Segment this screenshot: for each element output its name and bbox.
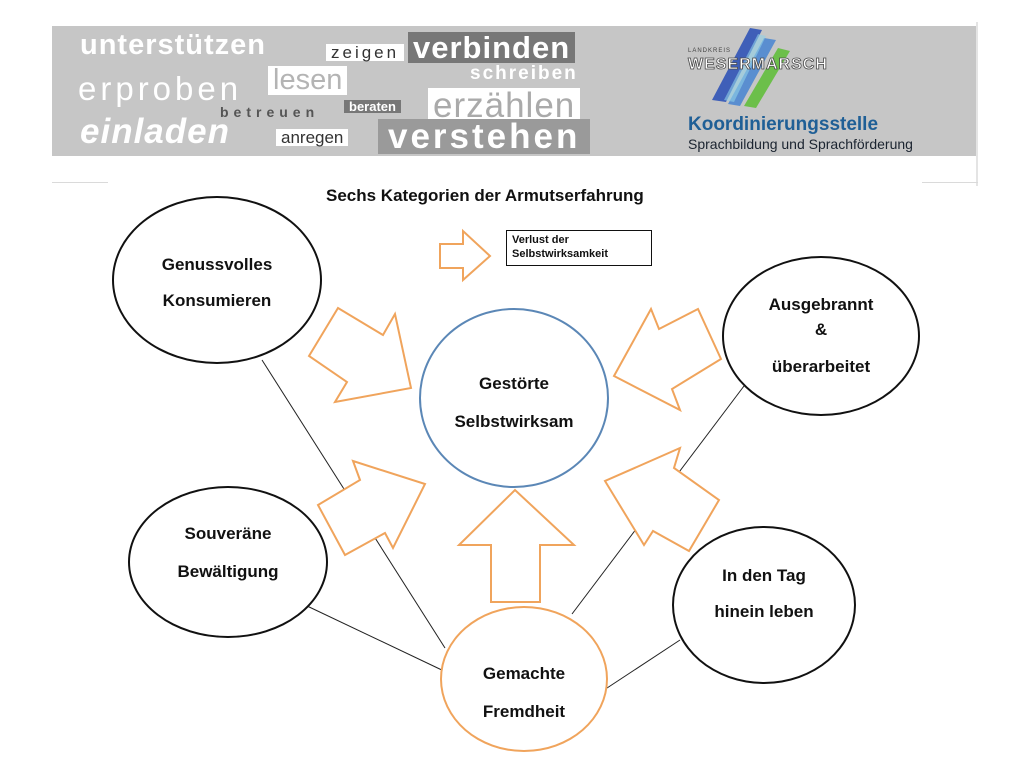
diagram-title: Sechs Kategorien der Armutserfahrung [326,186,644,205]
logo-name: WESERMARSCH [688,56,828,74]
org-title: Koordinierungsstelle [688,114,879,135]
divider-right [922,182,978,183]
node-fremdheit-line1: Gemachte [482,664,566,683]
logo-caption: LANDKREIS [688,48,732,54]
node-souveraene-bewaeltigung: Souveräne Bewältigung [128,486,328,638]
node-tag-line1: In den Tag [722,566,806,585]
arrow-genussvolles-to-center-icon [307,306,413,404]
legend-arrow-icon [439,228,492,283]
word-unterstuetzen: unterstützen [80,29,266,61]
center-line2: Selbstwirksam [454,412,574,431]
node-ausgebrannt-line2: & [814,320,828,339]
word-beraten: beraten [344,100,401,113]
legend-note-line1: Verlust der [512,234,569,246]
connector-souveraene-fremdheit [304,604,447,673]
word-lesen: lesen [268,66,348,95]
word-anregen: anregen [276,129,349,146]
word-betreuen: betreuen [220,104,320,120]
word-zeigen: zeigen [326,44,405,61]
node-fremdheit-line2: Fremdheit [482,702,566,721]
node-ausgebrannt-ueberarbeitet: Ausgebrannt & überarbeitet [722,256,920,416]
arrow-ausgebrannt-to-center-icon [612,306,723,413]
header-edge [976,22,978,186]
divider-left [52,182,108,183]
node-gemachte-fremdheit: Gemachte Fremdheit [440,606,608,752]
legend-note: Verlust der Selbstwirksamkeit [506,230,652,266]
node-in-den-tag-hinein-leben: In den Tag hinein leben [672,526,856,684]
word-einladen: einladen [80,112,230,151]
logo-stripes-icon [712,28,790,108]
node-genussvolles-line1: Genussvolles [161,255,273,274]
connector-tag-fremdheit [603,639,681,691]
node-genussvolles-konsumieren: Genussvolles Konsumieren [112,196,322,364]
node-tag-line2: hinein leben [714,602,814,621]
word-verstehen: verstehen [378,119,591,154]
node-ausgebrannt-line1: Ausgebrannt [768,295,874,314]
word-erproben: erproben [78,70,243,107]
word-verbinden: verbinden [408,32,576,63]
arrow-souveraene-to-center-icon [316,459,427,557]
node-ausgebrannt-line3: überarbeitet [771,357,871,376]
arrow-fremdheit-to-center-icon [456,488,577,603]
center-line1: Gestörte [479,374,549,393]
org-subtitle: Sprachbildung und Sprachförderung [688,136,913,152]
center-node: Gestörte Selbstwirksam [419,308,609,488]
node-genussvolles-line2: Konsumieren [162,291,272,310]
arrow-tag-to-center-icon [603,446,721,553]
legend-note-line2: Selbstwirksamkeit [512,248,608,260]
node-souveraene-line2: Bewältigung [177,562,279,581]
word-erzaehlen: erzählen [428,88,581,123]
word-schreiben: schreiben [470,63,578,84]
node-souveraene-line1: Souveräne [184,524,272,543]
